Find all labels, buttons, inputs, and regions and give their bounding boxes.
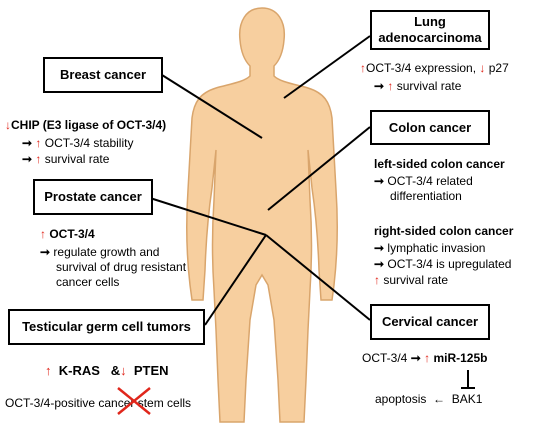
lung-p27-text: p27 — [488, 61, 509, 75]
colon-right-survival-text: survival rate — [383, 273, 449, 287]
line-breast — [161, 74, 263, 139]
line-colon — [267, 126, 371, 211]
colon-right-line3: ↑ survival rate — [374, 273, 448, 288]
up-arrow-icon: ↑ — [45, 363, 52, 378]
breast-line2: ➞ ↑ OCT-3/4 stability — [22, 136, 133, 151]
cervical-cancer-box: Cervical cancer — [370, 304, 490, 340]
apoptosis-text: apoptosis — [375, 392, 427, 406]
up-arrow-icon: ↑ — [35, 136, 42, 150]
colon-left-line1: ➞ OCT-3/4 related — [374, 174, 473, 189]
up-arrow-icon: ↑ — [387, 79, 394, 93]
up-arrow-icon: ↑ — [424, 351, 431, 365]
lung-line2: ➞ ↑ survival rate — [374, 79, 461, 94]
up-arrow-icon: ↑ — [374, 273, 380, 287]
cervical-oct-text: OCT-3/4 — [362, 351, 408, 365]
colon-cancer-box: Colon cancer — [370, 110, 490, 145]
breast-box-label: Breast cancer — [60, 67, 146, 83]
testicular-box-label: Testicular germ cell tumors — [22, 319, 191, 335]
breast-stability-text: OCT-3/4 stability — [44, 136, 134, 150]
prostate-regulate-text: regulate growth and — [53, 245, 160, 259]
line-testicular — [204, 234, 267, 326]
up-arrow-icon: ↑ — [35, 152, 42, 166]
breast-survival-text: survival rate — [44, 152, 110, 166]
cervical-box-label: Cervical cancer — [381, 314, 479, 330]
body-silhouette — [185, 7, 339, 423]
right-arrow-icon: ➞ — [374, 174, 385, 188]
ampersand-text: & — [110, 363, 121, 378]
colon-right-upregulated-text: OCT-3/4 is upregulated — [387, 257, 512, 271]
testicular-markers: ↑ K-RAS &↓ PTEN — [45, 363, 169, 378]
right-arrow-icon: ➞ — [22, 136, 33, 150]
colon-box-label: Colon cancer — [388, 119, 472, 135]
breast-chip-text: CHIP (E3 ligase of OCT-3/4) — [11, 118, 167, 132]
colon-left-related-text: OCT-3/4 related — [387, 174, 473, 188]
mir125b-text: miR-125b — [433, 351, 488, 365]
cervical-line1: OCT-3/4 ➞ ↑ miR-125b — [362, 351, 487, 366]
down-arrow-icon: ↓ — [5, 118, 11, 132]
colon-right-line2: ➞ OCT-3/4 is upregulated — [374, 257, 511, 272]
colon-left-head: left-sided colon cancer — [374, 157, 505, 171]
breast-line3: ➞ ↑ survival rate — [22, 152, 109, 167]
up-arrow-icon: ↑ — [40, 227, 46, 241]
down-arrow-icon: ↓ — [120, 363, 127, 378]
kras-text: K-RAS — [58, 363, 100, 378]
inhibition-bar-icon — [461, 370, 475, 389]
right-arrow-icon: ➞ — [410, 351, 421, 365]
prostate-box-label: Prostate cancer — [44, 189, 142, 205]
lung-adenocarcinoma-box: Lung adenocarcinoma — [370, 10, 490, 50]
prostate-head: ↑ OCT-3/4 — [40, 227, 95, 242]
colon-left-line2: differentiation — [390, 189, 462, 203]
lung-box-label: Lung adenocarcinoma — [378, 14, 482, 45]
right-arrow-icon: ➞ — [374, 241, 385, 255]
pten-text: PTEN — [133, 363, 169, 378]
red-x-mark-icon — [117, 387, 151, 415]
prostate-line4: cancer cells — [56, 275, 120, 289]
right-arrow-icon: ➞ — [40, 245, 51, 259]
right-arrow-icon: ➞ — [374, 257, 385, 271]
cervical-line2: apoptosis ← BAK1 — [375, 392, 482, 407]
prostate-oct-text: OCT-3/4 — [49, 227, 95, 241]
line-prostate — [149, 197, 267, 236]
right-arrow-icon: ➞ — [22, 152, 33, 166]
testicular-stem-line: OCT-3/4-positive cancer stem cells — [5, 396, 192, 410]
line-cervical — [265, 234, 371, 321]
testicular-tumors-box: Testicular germ cell tumors — [8, 309, 205, 345]
down-arrow-icon: ↓ — [479, 61, 486, 75]
colon-right-line1: ➞ lymphatic invasion — [374, 241, 485, 256]
up-arrow-icon: ↑ — [360, 61, 366, 75]
prostate-line2: ➞ regulate growth and — [40, 245, 159, 260]
line-lung — [283, 35, 371, 99]
lung-survival-text: survival rate — [396, 79, 462, 93]
bak1-text: BAK1 — [451, 392, 483, 406]
right-arrow-icon: ➞ — [374, 79, 385, 93]
colon-right-lymphatic-text: lymphatic invasion — [387, 241, 486, 255]
lung-expression-text: OCT-3/4 expression, — [366, 61, 477, 75]
prostate-cancer-box: Prostate cancer — [33, 179, 153, 215]
breast-chip-line: ↓CHIP (E3 ligase of OCT-3/4) — [5, 118, 166, 133]
colon-right-head: right-sided colon cancer — [374, 224, 514, 238]
left-arrow-icon: ← — [433, 392, 446, 406]
breast-cancer-box: Breast cancer — [43, 57, 163, 93]
lung-line1: ↑OCT-3/4 expression, ↓ p27 — [360, 61, 509, 76]
prostate-line3: survival of drug resistant — [56, 260, 187, 274]
